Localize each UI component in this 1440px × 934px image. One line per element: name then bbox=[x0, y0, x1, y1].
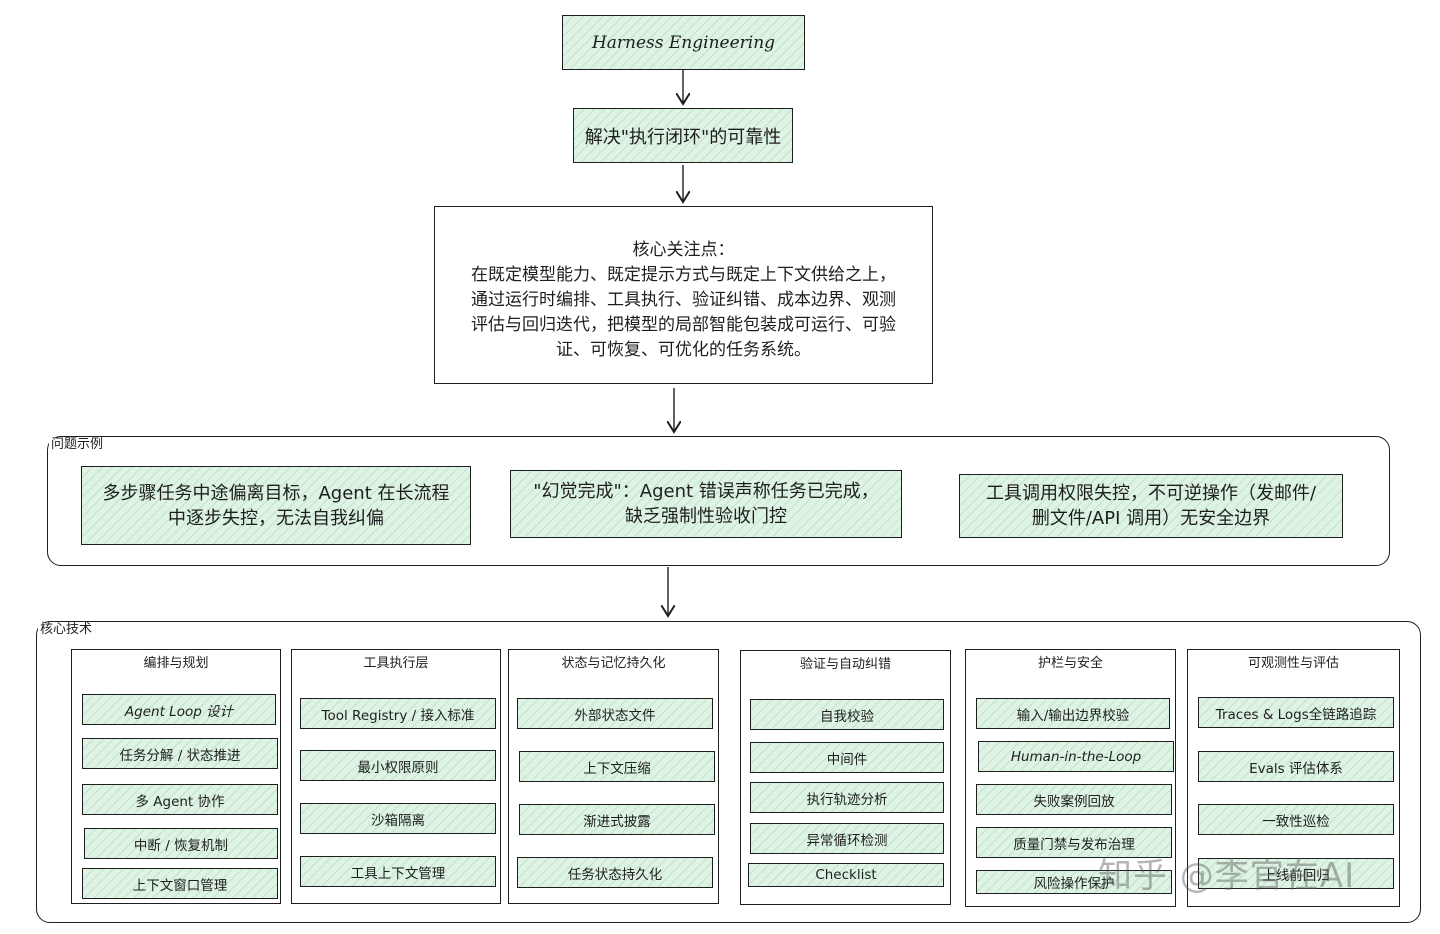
technique-item: 输入/输出边界校验 bbox=[976, 698, 1170, 729]
problem-card: 工具调用权限失控，不可逆操作（发邮件/ 删文件/API 调用）无安全边界 bbox=[959, 474, 1343, 538]
technique-item: Agent Loop 设计 bbox=[82, 694, 276, 725]
technique-column-verification: 验证与自动纠错 自我校验 中间件 执行轨迹分析 异常循环检测 Checklist bbox=[740, 650, 951, 905]
technique-item: 失败案例回放 bbox=[976, 784, 1172, 815]
problem-line: 工具调用权限失控，不可逆操作（发邮件/ bbox=[985, 483, 1317, 504]
technique-item: 渐进式披露 bbox=[519, 804, 715, 835]
problem-line: "幻觉完成"：Agent 错误声称任务已完成， bbox=[533, 481, 879, 502]
technique-item: 工具上下文管理 bbox=[300, 856, 496, 887]
technique-item: 外部状态文件 bbox=[517, 698, 713, 729]
problems-label: 问题示例 bbox=[49, 437, 106, 452]
problem-line: 多步骤任务中途偏离目标，Agent 在长流程 bbox=[102, 482, 450, 504]
technique-item: 任务状态持久化 bbox=[517, 857, 713, 888]
technique-column-tools: 工具执行层 Tool Registry / 接入标准 最小权限原则 沙箱隔离 工… bbox=[291, 649, 501, 904]
technique-item: 上下文压缩 bbox=[519, 751, 715, 782]
column-title: 状态与记忆持久化 bbox=[561, 656, 666, 671]
technique-item: Human-in-the-Loop bbox=[978, 741, 1174, 772]
technique-column-state-memory: 状态与记忆持久化 外部状态文件 上下文压缩 渐进式披露 任务状态持久化 bbox=[508, 649, 719, 904]
technique-item: Checklist bbox=[748, 863, 944, 887]
column-title: 工具执行层 bbox=[363, 656, 429, 671]
problem-line: 删文件/API 调用）无安全边界 bbox=[1031, 508, 1271, 529]
technique-item: 上线前回归 bbox=[1198, 858, 1394, 889]
watermark: 知乎 @李官在AI bbox=[1098, 856, 1356, 896]
techniques-label: 核心技术 bbox=[38, 622, 95, 637]
technique-column-guardrails: 护栏与安全 输入/输出边界校验 Human-in-the-Loop 失败案例回放… bbox=[965, 649, 1176, 907]
focus-heading: 核心关注点： bbox=[632, 239, 735, 260]
technique-item: 一致性巡检 bbox=[1198, 804, 1394, 835]
technique-item: 风险操作保护 bbox=[976, 870, 1172, 894]
technique-item: 执行轨迹分析 bbox=[750, 782, 944, 813]
technique-item: 多 Agent 协作 bbox=[82, 784, 278, 815]
focus-line: 评估与回归迭代，把模型的局部智能包装成可运行、可验 bbox=[471, 314, 896, 335]
technique-item: Traces & Logs全链路追踪 bbox=[1198, 697, 1394, 728]
goal-text: 解决"执行闭环"的可靠性 bbox=[584, 126, 782, 148]
title-text: Harness Engineering bbox=[591, 32, 776, 53]
techniques-group bbox=[36, 621, 1421, 923]
title-box: Harness Engineering bbox=[562, 15, 805, 70]
column-title: 验证与自动纠错 bbox=[799, 657, 891, 672]
technique-item: 质量门禁与发布治理 bbox=[976, 827, 1172, 858]
technique-item: 最小权限原则 bbox=[300, 750, 496, 781]
focus-line: 证、可恢复、可优化的任务系统。 bbox=[556, 339, 811, 360]
technique-item: 异常循环检测 bbox=[750, 823, 944, 854]
problem-card: "幻觉完成"：Agent 错误声称任务已完成， 缺乏强制性验收门控 bbox=[510, 470, 902, 538]
focus-line: 通过运行时编排、工具执行、验证纠错、成本边界、观测 bbox=[471, 289, 896, 310]
problem-card: 多步骤任务中途偏离目标，Agent 在长流程 中逐步失控，无法自我纠偏 bbox=[81, 466, 471, 545]
problems-group bbox=[47, 436, 1390, 566]
technique-item: Evals 评估体系 bbox=[1198, 751, 1394, 782]
column-title: 编排与规划 bbox=[143, 656, 209, 671]
column-title: 护栏与安全 bbox=[1037, 656, 1103, 671]
technique-item: 中间件 bbox=[750, 742, 944, 773]
goal-box: 解决"执行闭环"的可靠性 bbox=[573, 108, 793, 163]
technique-item: 自我校验 bbox=[750, 699, 944, 730]
column-title: 可观测性与评估 bbox=[1247, 656, 1339, 671]
technique-item: 沙箱隔离 bbox=[300, 803, 496, 834]
technique-item: 上下文窗口管理 bbox=[82, 868, 278, 899]
problem-line: 缺乏强制性验收门控 bbox=[625, 506, 787, 527]
technique-column-observability: 可观测性与评估 Traces & Logs全链路追踪 Evals 评估体系 一致… bbox=[1187, 649, 1400, 907]
focus-box: 核心关注点： 在既定模型能力、既定提示方式与既定上下文供给之上， 通过运行时编排… bbox=[434, 206, 933, 384]
technique-item: 中断 / 恢复机制 bbox=[84, 828, 278, 859]
technique-column-orchestration: 编排与规划 Agent Loop 设计 任务分解 / 状态推进 多 Agent … bbox=[71, 649, 281, 904]
problem-line: 中逐步失控，无法自我纠偏 bbox=[168, 507, 384, 529]
technique-item: 任务分解 / 状态推进 bbox=[82, 738, 278, 769]
focus-line: 在既定模型能力、既定提示方式与既定上下文供给之上， bbox=[471, 264, 896, 285]
technique-item: Tool Registry / 接入标准 bbox=[300, 698, 496, 729]
